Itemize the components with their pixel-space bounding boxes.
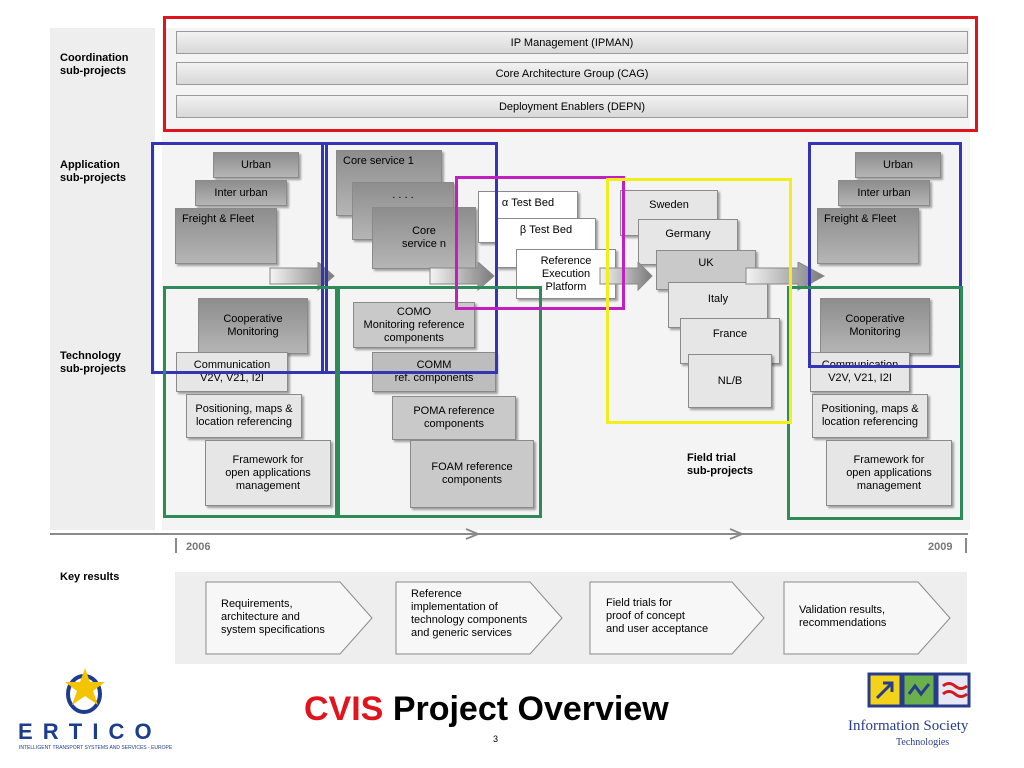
key-result-1: Requirements, architecture and system sp… bbox=[221, 598, 325, 636]
flow-arrows bbox=[269, 262, 826, 292]
test-bed-frame bbox=[455, 176, 625, 310]
ref-como: COMO Monitoring reference components bbox=[353, 302, 475, 348]
right-app-freight-fleet: Freight & Fleet bbox=[817, 208, 919, 264]
timeline-start: 2006 bbox=[186, 541, 211, 553]
ref-tech-frame bbox=[335, 286, 542, 518]
coordination-frame bbox=[163, 16, 978, 132]
chevron-2 bbox=[395, 581, 563, 655]
page-title: CVIS Project Overview bbox=[304, 690, 669, 729]
ertico-name: E R T I C O bbox=[18, 719, 154, 744]
application-label: Application sub-projects bbox=[60, 159, 127, 184]
ist-logo-icon bbox=[867, 672, 971, 708]
chevron-1 bbox=[205, 581, 373, 655]
timeline-end: 2009 bbox=[928, 541, 953, 553]
ref-poma: POMA reference components bbox=[392, 396, 516, 440]
label-column-background bbox=[50, 28, 155, 530]
title-accent: CVIS bbox=[304, 690, 384, 728]
chevron-3 bbox=[589, 581, 765, 655]
right-app-urban: Urban bbox=[855, 152, 941, 178]
key-result-4: Validation results, recommendations bbox=[799, 604, 887, 629]
core-service-n: Core service n bbox=[372, 207, 476, 269]
reference-execution-platform: Reference Execution Platform bbox=[516, 249, 616, 299]
key-result-chevrons bbox=[205, 581, 951, 655]
key-result-2: Reference implementation of technology c… bbox=[411, 588, 528, 639]
depn-bar: Deployment Enablers (DEPN) bbox=[176, 95, 968, 118]
ipman-bar: IP Management (IPMAN) bbox=[176, 31, 968, 54]
right-app-inter-urban: Inter urban bbox=[838, 180, 930, 206]
right-tech-cooperative-monitoring: Cooperative Monitoring bbox=[820, 298, 930, 354]
right-app-frame bbox=[808, 142, 962, 368]
timeline bbox=[50, 528, 968, 553]
core-frame bbox=[321, 142, 498, 374]
ist-line2: Technologies bbox=[896, 737, 950, 748]
technology-label: Technology sub-projects bbox=[60, 350, 127, 375]
right-tech-framework: Framework for open applications manageme… bbox=[826, 440, 952, 506]
coordination-label: Coordination sub-projects bbox=[60, 52, 129, 77]
ref-foam: FOAM reference components bbox=[410, 440, 534, 508]
right-tech-positioning: Positioning, maps & location referencing bbox=[812, 394, 928, 438]
country-nlb: NL/B bbox=[688, 354, 772, 408]
right-tech-frame bbox=[787, 286, 963, 520]
cag-bar: Core Architecture Group (CAG) bbox=[176, 62, 968, 85]
left-tech-framework: Framework for open applications manageme… bbox=[205, 440, 331, 506]
flow-arrow-2 bbox=[429, 262, 495, 292]
left-tech-frame bbox=[163, 286, 340, 518]
chevron-4 bbox=[783, 581, 951, 655]
left-app-frame bbox=[151, 142, 328, 374]
key-result-3: Field trials for proof of concept and us… bbox=[606, 597, 709, 635]
page-number: 3 bbox=[493, 734, 499, 744]
left-app-freight-fleet: Freight & Fleet bbox=[175, 208, 277, 264]
ist-line1: Information Society bbox=[848, 718, 969, 734]
left-app-urban: Urban bbox=[213, 152, 299, 178]
flow-arrow-4 bbox=[745, 262, 826, 291]
title-rest: Project Overview bbox=[392, 690, 669, 728]
field-trial-frame bbox=[606, 178, 792, 424]
ertico-star-icon bbox=[65, 668, 105, 714]
left-app-inter-urban: Inter urban bbox=[195, 180, 287, 206]
ertico-tagline: INTELLIGENT TRANSPORT SYSTEMS AND SERVIC… bbox=[19, 745, 173, 751]
key-results-label: Key results bbox=[60, 571, 120, 583]
field-trial-label: Field trial sub-projects bbox=[687, 452, 754, 477]
right-tech-communication: Communication V2V, V21, I2I bbox=[810, 352, 910, 392]
beta-test-bed: β Test Bed bbox=[496, 218, 596, 268]
left-tech-positioning: Positioning, maps & location referencing bbox=[186, 394, 302, 438]
